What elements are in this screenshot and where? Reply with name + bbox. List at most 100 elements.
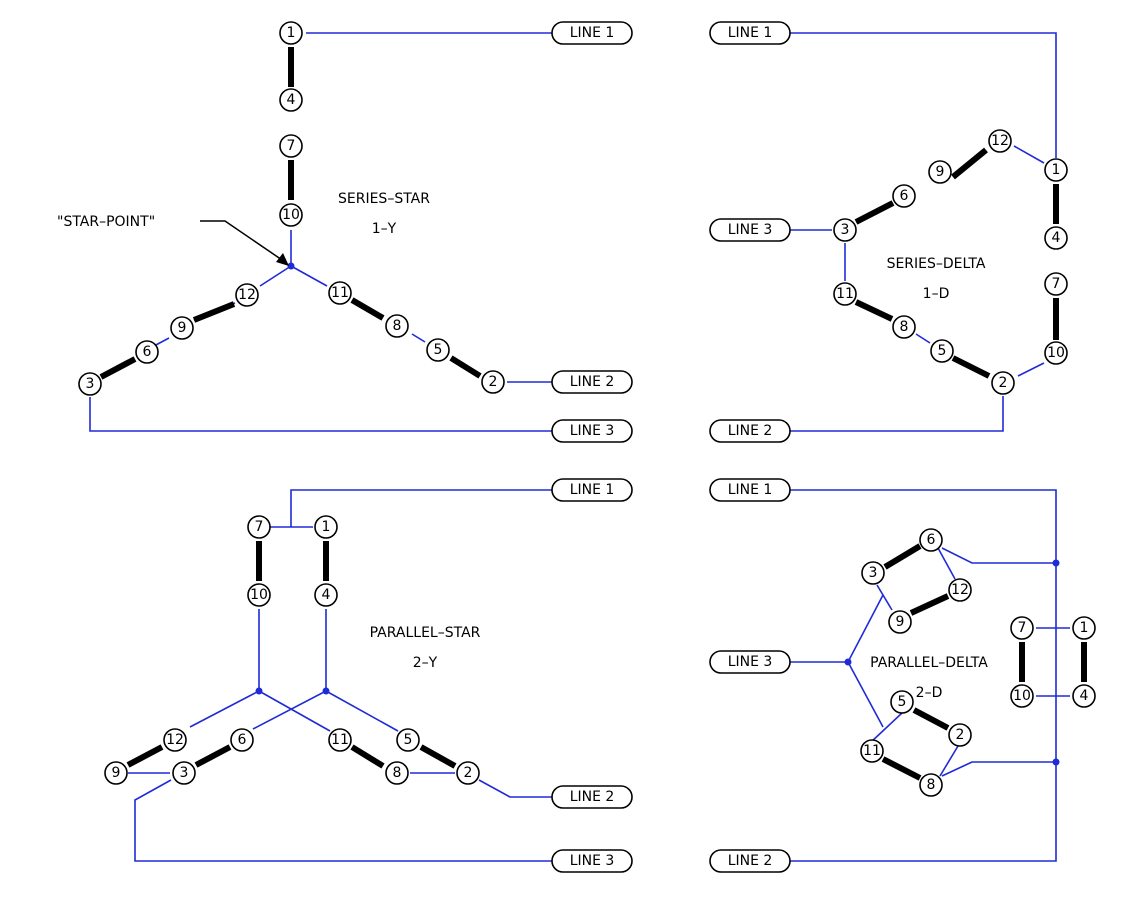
terminal-node: 7 — [1044, 272, 1068, 296]
terminal-node: 2 — [456, 761, 480, 785]
wire — [790, 396, 1004, 432]
wire — [290, 265, 328, 287]
line-label-text: LINE 1 — [570, 25, 615, 41]
terminal-label: 11 — [331, 732, 349, 748]
panel-parallel-star: 7 1 10 4 12 9 6 3 11 8 5 2 LINE 1 LINE 2… — [104, 478, 633, 873]
terminal-label: 4 — [322, 587, 331, 603]
terminal-label: 8 — [393, 318, 402, 334]
star-point-dot — [287, 262, 295, 270]
wire — [790, 594, 884, 663]
wire — [847, 661, 884, 728]
terminal-label: 3 — [180, 765, 189, 781]
line-labels: LINE 1 LINE 3 LINE 2 — [709, 21, 791, 443]
windings — [854, 147, 1059, 379]
terminal-node: 9 — [104, 761, 128, 785]
terminal-node: 5 — [930, 339, 954, 363]
winding — [854, 299, 894, 322]
line-labels: LINE 1 LINE 2 LINE 3 — [551, 478, 633, 873]
line-label: LINE 1 — [709, 21, 791, 45]
terminal-node: 8 — [385, 314, 409, 338]
terminal-label: 2 — [956, 727, 965, 743]
terminal-node: 10 — [279, 203, 303, 227]
terminal-label: 1 — [287, 25, 296, 41]
panel-subtitle: 2–Y — [413, 655, 438, 671]
terminal-label: 5 — [938, 343, 947, 359]
terminal-node: 12 — [988, 129, 1012, 153]
terminal-node: 9 — [888, 610, 912, 634]
wire — [941, 547, 1056, 564]
terminal-label: 5 — [434, 342, 443, 358]
wire — [290, 489, 552, 527]
annotation-arrowhead — [276, 253, 289, 266]
terminal-label: 12 — [166, 732, 184, 748]
terminal-node: 4 — [314, 583, 338, 607]
terminal-node: 1 — [1044, 158, 1068, 182]
terminals: 7 1 10 4 12 9 6 3 11 8 5 2 — [104, 515, 480, 785]
terminal-node: 11 — [860, 739, 884, 763]
terminal-label: 11 — [863, 743, 881, 759]
terminal-label: 9 — [112, 765, 121, 781]
terminal-label: 7 — [1052, 276, 1061, 292]
line-label: LINE 1 — [551, 478, 633, 502]
terminal-label: 5 — [404, 732, 413, 748]
line-label-text: LINE 2 — [570, 374, 615, 390]
terminal-node: 1 — [314, 515, 338, 539]
line-label-text: LINE 2 — [570, 789, 615, 805]
windings — [99, 47, 482, 380]
panel-title: PARALLEL–DELTA — [870, 655, 988, 671]
star-point-dot — [255, 687, 263, 695]
line-label: LINE 1 — [551, 21, 633, 45]
terminal-label: 4 — [1052, 230, 1061, 246]
line-label: LINE 2 — [551, 370, 633, 394]
terminal-node: 7 — [279, 134, 303, 158]
terminal-node: 9 — [170, 316, 194, 340]
terminal-label: 3 — [86, 376, 95, 392]
line-label: LINE 3 — [551, 419, 633, 443]
terminal-label: 3 — [841, 222, 850, 238]
terminal-node: 2 — [991, 371, 1015, 395]
wire — [869, 712, 903, 744]
terminal-label: 1 — [1052, 162, 1061, 178]
wires — [128, 489, 552, 862]
terminal-node: 9 — [928, 160, 952, 184]
panel-subtitle: 1–Y — [372, 221, 397, 237]
terminal-node: 11 — [328, 728, 352, 752]
terminal-label: 8 — [927, 777, 936, 793]
terminal-label: 12 — [238, 287, 256, 303]
terminal-label: 10 — [282, 207, 300, 223]
line-label: LINE 2 — [709, 849, 791, 873]
winding — [126, 744, 164, 768]
winding — [912, 707, 950, 731]
terminal-label: 6 — [143, 344, 152, 360]
terminal-node: 7 — [247, 515, 271, 539]
terminal-label: 7 — [287, 138, 296, 154]
wire — [941, 761, 1056, 777]
terminal-node: 1 — [1072, 616, 1096, 640]
windings — [126, 541, 457, 769]
line-label: LINE 1 — [709, 478, 791, 502]
terminal-node: 8 — [385, 761, 409, 785]
terminal-node: 3 — [833, 218, 857, 242]
terminal-label: 4 — [1080, 688, 1089, 704]
terminal-label: 4 — [287, 92, 296, 108]
terminal-node: 6 — [892, 184, 916, 208]
terminal-node: 11 — [833, 282, 857, 306]
terminal-label: 8 — [393, 765, 402, 781]
terminal-node: 10 — [247, 583, 271, 607]
wire — [189, 609, 260, 728]
terminals: 6 3 12 9 7 1 10 4 5 2 11 8 — [860, 528, 1096, 797]
wire — [153, 337, 170, 347]
terminal-node: 11 — [328, 281, 352, 305]
line-label-text: LINE 1 — [570, 482, 615, 498]
winding — [883, 543, 922, 570]
wire — [325, 690, 399, 732]
panel-series-delta: 12 9 6 3 1 4 7 10 11 8 5 2 LINE 1 LINE 3… — [709, 21, 1068, 443]
terminal-node: 1 — [279, 21, 303, 45]
wire — [790, 489, 1057, 862]
wire — [1017, 362, 1045, 377]
terminal-label: 6 — [238, 732, 247, 748]
terminal-label: 11 — [836, 286, 854, 302]
terminal-label: 1 — [1080, 620, 1089, 636]
winding — [449, 355, 482, 379]
